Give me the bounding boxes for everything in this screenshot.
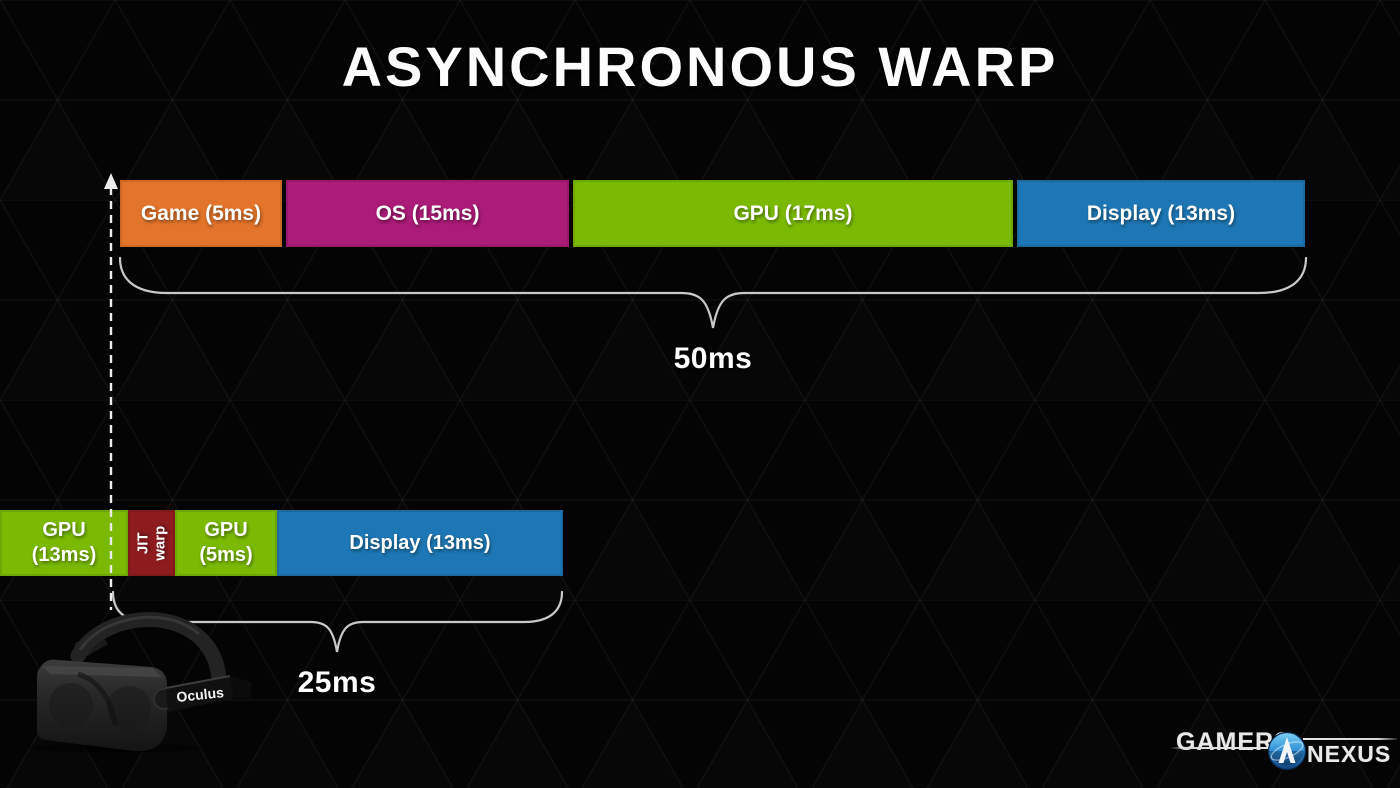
total-latency-brace-50ms	[118, 256, 1308, 329]
segment-os-label: OS (15ms)	[375, 201, 480, 225]
segment-jit-warp: JIT warp	[128, 510, 175, 576]
original-pipeline-bar: Game (5ms) OS (15ms) GPU (17ms) Display …	[120, 180, 1305, 247]
segment-display-label: Display (13ms)	[1086, 201, 1236, 225]
segment-gpu-label: GPU (17ms)	[733, 201, 853, 225]
segment-display-13ms-label: Display (13ms)	[349, 531, 491, 554]
watermark-nexus-text: NEXUS	[1307, 741, 1392, 767]
gamersnexus-emblem-icon	[1267, 731, 1307, 771]
oculus-headset-image: Oculus	[31, 612, 252, 753]
dashed-up-arrow-icon	[104, 173, 118, 610]
watermark-line-right	[1303, 738, 1397, 740]
segment-gpu-13ms-label: GPU (13ms)	[31, 519, 97, 566]
segment-gpu-5ms-label: GPU (5ms)	[199, 519, 253, 566]
gamersnexus-watermark: GAMERS NEXUS	[1170, 725, 1400, 777]
segment-game-label: Game (5ms)	[140, 201, 262, 225]
oculus-brand-label: Oculus	[176, 684, 225, 705]
watermark-line-left	[1170, 747, 1272, 749]
segment-os: OS (15ms)	[286, 180, 569, 247]
total-latency-label-50ms: 50ms	[673, 342, 753, 375]
segment-gpu-5ms: GPU (5ms)	[175, 510, 277, 576]
segment-display: Display (13ms)	[1017, 180, 1305, 247]
segment-gpu: GPU (17ms)	[573, 180, 1013, 247]
async-warp-pipeline-bar: GPU (13ms) JIT warp GPU (5ms) Display (1…	[0, 510, 563, 576]
segment-jit-warp-label: JIT warp	[134, 525, 169, 561]
total-latency-label-25ms: 25ms	[297, 666, 377, 699]
segment-display-13ms: Display (13ms)	[277, 510, 563, 576]
segment-gpu-13ms: GPU (13ms)	[0, 510, 128, 576]
slide-title: ASYNCHRONOUS WARP	[341, 35, 1059, 98]
segment-game: Game (5ms)	[120, 180, 282, 247]
